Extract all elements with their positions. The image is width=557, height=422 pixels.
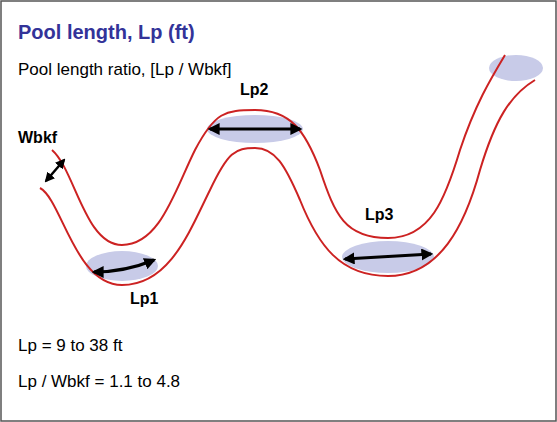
length-arrow xyxy=(210,128,300,131)
stream-bank xyxy=(52,55,505,245)
pool-label: Lp1 xyxy=(130,289,158,308)
pool-label: Lp3 xyxy=(365,205,393,224)
length-arrow xyxy=(345,254,431,259)
diagram-title: Pool length, Lp (ft) xyxy=(18,20,195,44)
stream-bank xyxy=(40,80,535,285)
pool-label: Lp2 xyxy=(240,80,268,99)
width-label: Wbkf xyxy=(18,128,57,147)
range-note: Lp = 9 to 38 ft xyxy=(18,336,122,356)
length-arrow xyxy=(94,260,154,272)
width-arrow xyxy=(46,160,64,181)
range-note: Lp / Wbkf = 1.1 to 4.8 xyxy=(18,372,180,392)
ratio-note: Pool length ratio, [Lp / Wbkf] xyxy=(18,60,232,80)
